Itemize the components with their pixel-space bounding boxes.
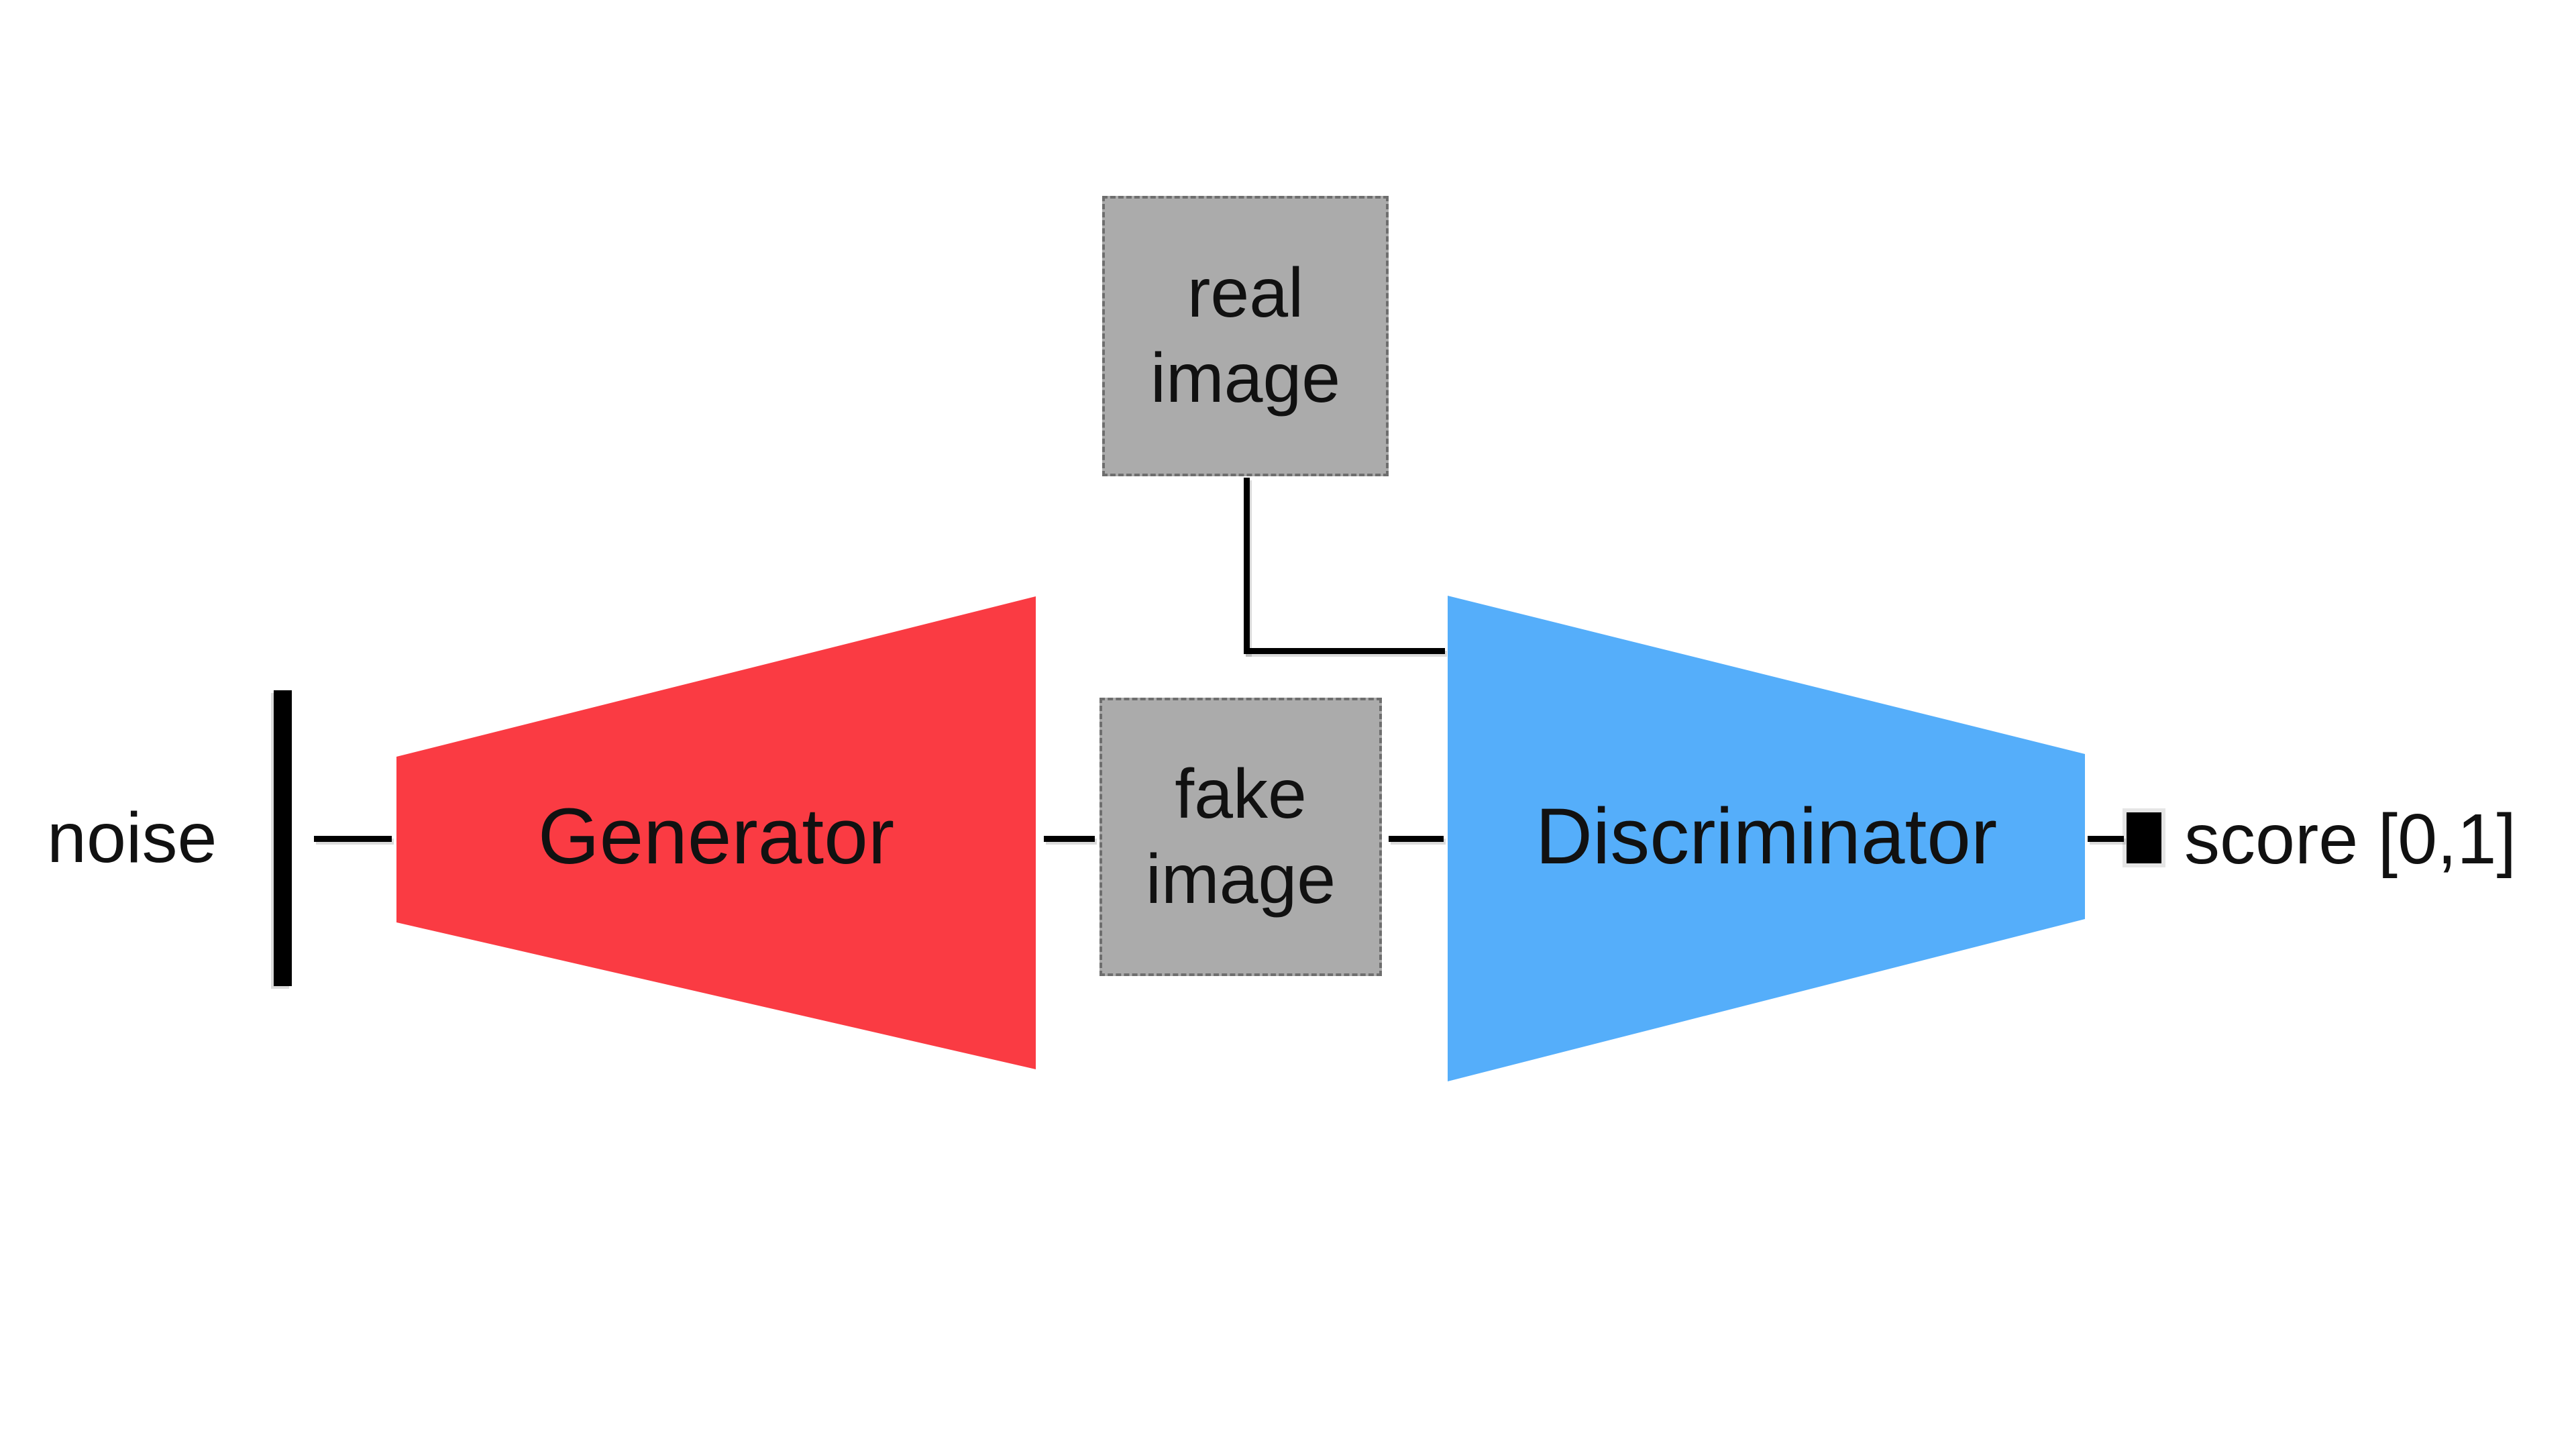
real-image-box: real image	[1102, 196, 1389, 476]
noise-label: noise	[47, 798, 217, 877]
discriminator-trapezoid	[1448, 596, 2085, 1081]
connector-fake-image-to-discriminator	[1389, 836, 1444, 842]
fake-image-label-line2: image	[1145, 840, 1336, 918]
connector-real-image-vertical	[1244, 478, 1250, 654]
connector-discriminator-to-score	[2088, 836, 2124, 842]
fake-image-box: fake image	[1099, 698, 1382, 976]
connector-noise-to-generator	[314, 836, 392, 842]
connector-generator-to-fake-image	[1044, 836, 1095, 842]
score-output-square	[2127, 812, 2161, 863]
generator-label: Generator	[537, 792, 895, 881]
noise-input-bar	[274, 690, 292, 986]
connector-real-image-to-discriminator	[1244, 648, 1445, 654]
fake-image-label-line1: fake	[1175, 755, 1307, 833]
real-image-label-line1: real	[1187, 254, 1304, 333]
discriminator-label: Discriminator	[1535, 792, 1998, 881]
score-label: score [0,1]	[2184, 800, 2516, 879]
real-image-label-line2: image	[1150, 339, 1341, 417]
generator-trapezoid	[396, 596, 1036, 1069]
